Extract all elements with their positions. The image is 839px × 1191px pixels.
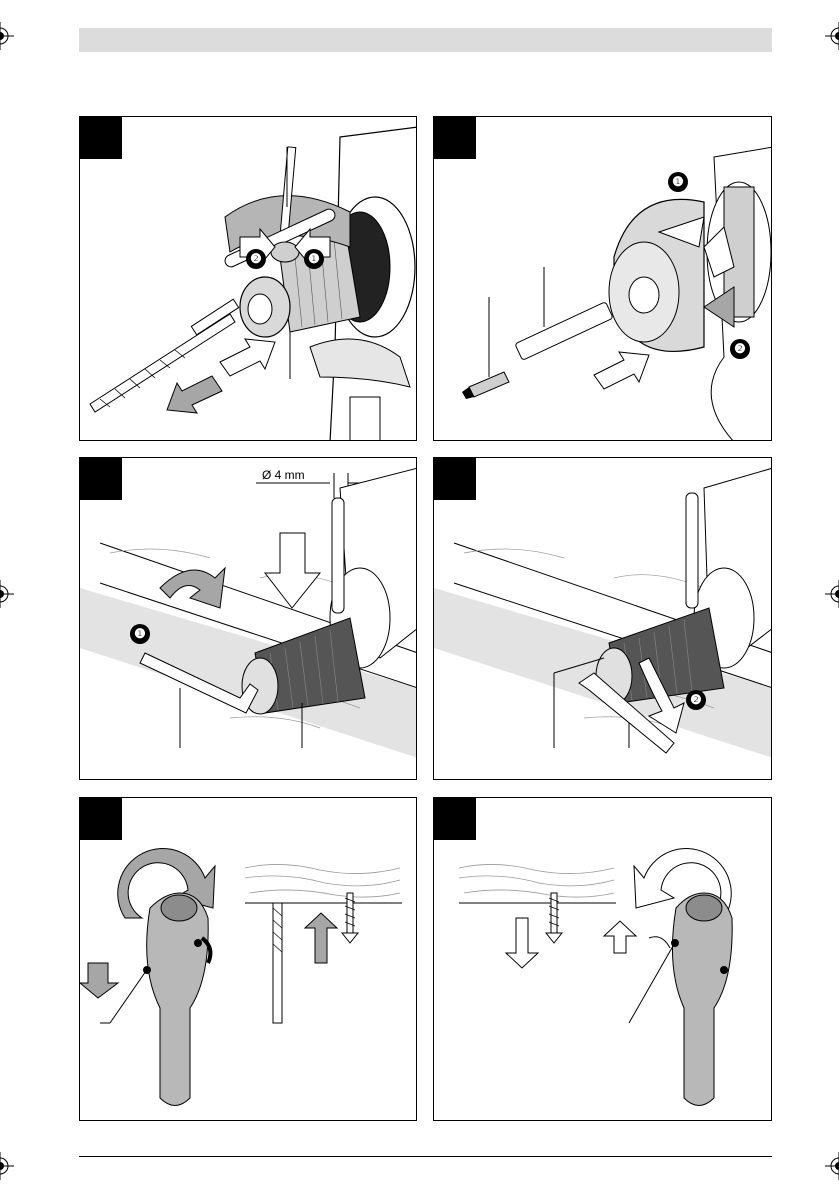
figure-panel-e <box>79 797 417 1121</box>
registration-mark-icon <box>825 580 839 608</box>
callout-2: ❷ <box>730 339 750 359</box>
header-bar <box>79 28 772 52</box>
callout-1: ❶ <box>130 624 150 644</box>
hex-key-illustration <box>80 458 417 780</box>
figure-panel-d: ❷ <box>433 457 772 780</box>
registration-mark-icon <box>825 1152 839 1180</box>
callout-2: ❷ <box>686 690 706 710</box>
hex-key-tighten-illustration <box>434 458 772 780</box>
rotation-right-illustration <box>80 798 417 1121</box>
callout-1: ❶ <box>304 249 324 269</box>
figure-panel-a: ❶ ❷ <box>79 116 417 441</box>
chuck-key-illustration <box>80 117 417 441</box>
figure-panel-f <box>433 797 772 1121</box>
callout-2: ❷ <box>246 249 266 269</box>
registration-mark-icon <box>825 22 839 50</box>
figure-panel-b: ❶ ❷ <box>433 116 772 441</box>
bit-holder-illustration <box>434 117 772 441</box>
registration-mark-icon <box>0 22 14 50</box>
registration-mark-icon <box>0 580 14 608</box>
callout-1: ❶ <box>668 172 688 192</box>
rotation-left-illustration <box>434 798 772 1121</box>
registration-mark-icon <box>0 1152 14 1180</box>
footer-rule <box>79 1156 772 1157</box>
figure-panel-c: Ø 4 mm <box>79 457 417 780</box>
